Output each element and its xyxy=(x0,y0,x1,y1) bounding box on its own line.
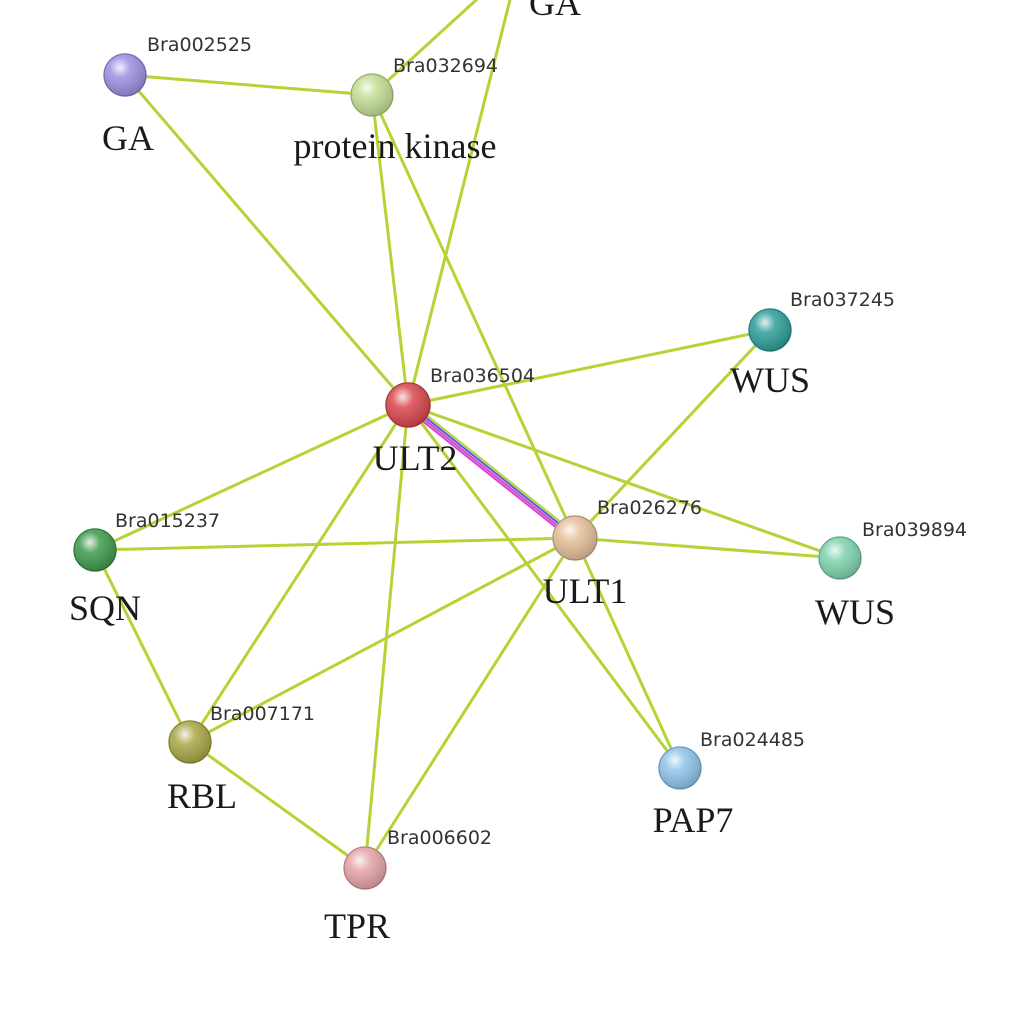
edge-line xyxy=(188,740,367,870)
node-n_ga_top[interactable]: GA xyxy=(529,0,581,23)
node-id-label: Bra026276 xyxy=(597,497,702,519)
node-id-label: Bra002525 xyxy=(147,34,252,56)
node-sphere-shine xyxy=(350,73,394,117)
node-sphere-shine xyxy=(385,382,431,428)
edge-strand xyxy=(408,403,577,538)
node-sphere-shine xyxy=(103,53,147,97)
edge-line xyxy=(406,403,842,560)
node-id-label: Bra036504 xyxy=(430,365,535,387)
edge-n_002525-n_032694 xyxy=(123,73,374,97)
edge-n_032694-n_036504 xyxy=(370,93,410,407)
node-gene-label: SQN xyxy=(69,588,141,628)
edge-n_ga_top-n_032694 xyxy=(370,0,479,97)
edge-line xyxy=(370,0,479,97)
node-gene-label: protein kinase xyxy=(294,126,497,166)
edge-n_ga_top-n_036504 xyxy=(406,0,512,407)
edge-n_036504-n_037245 xyxy=(406,328,772,407)
edge-n_026276-n_006602 xyxy=(363,536,577,870)
edge-n_026276-n_015237 xyxy=(93,536,577,552)
edge-line xyxy=(370,93,410,407)
edge-line xyxy=(573,328,772,540)
node-n_032694[interactable]: Bra032694 protein kinase xyxy=(294,55,499,166)
node-gene-label: ULT1 xyxy=(543,571,628,611)
node-gene-label: ULT2 xyxy=(373,438,458,478)
node-gene-label: TPR xyxy=(324,906,390,946)
edge-line xyxy=(370,93,577,540)
edge-n_036504-n_039894 xyxy=(406,403,842,560)
edge-n_032694-n_026276 xyxy=(370,93,577,540)
edge-line xyxy=(93,536,577,552)
edge-line xyxy=(573,536,842,560)
node-gene-label: RBL xyxy=(167,776,237,816)
edge-line xyxy=(406,328,772,407)
node-id-label: Bra006602 xyxy=(387,827,492,849)
edge-n_036504-n_026276 xyxy=(405,401,578,542)
node-id-label: Bra007171 xyxy=(210,703,315,725)
node-sphere-shine xyxy=(73,528,117,572)
edge-line xyxy=(573,536,682,770)
node-id-label: Bra015237 xyxy=(115,510,220,532)
edge-line xyxy=(123,73,410,407)
node-gene-label: WUS xyxy=(815,592,895,632)
edge-strand xyxy=(409,401,578,537)
edge-n_036504-n_015237 xyxy=(93,403,410,552)
edge-line xyxy=(123,73,374,97)
node-gene-label: GA xyxy=(102,118,154,158)
node-gene-label: WUS xyxy=(730,360,810,400)
edge-line xyxy=(406,0,512,407)
edge-n_036504-n_007171 xyxy=(188,403,410,744)
edge-line xyxy=(363,536,577,870)
edge-line xyxy=(188,536,577,744)
edge-n_026276-n_007171 xyxy=(188,536,577,744)
edges-layer xyxy=(93,0,842,870)
node-sphere-shine xyxy=(168,720,212,764)
edge-n_015237-n_007171 xyxy=(93,548,192,744)
edge-line xyxy=(188,403,410,744)
edge-strand xyxy=(406,405,575,540)
edge-line xyxy=(93,403,410,552)
node-id-label: Bra024485 xyxy=(700,729,805,751)
edge-n_007171-n_006602 xyxy=(188,740,367,870)
node-sphere-shine xyxy=(818,536,862,580)
node-id-label: Bra032694 xyxy=(393,55,498,77)
node-sphere-shine xyxy=(748,308,792,352)
edge-n_026276-n_037245 xyxy=(573,328,772,540)
edge-line xyxy=(93,548,192,744)
node-gene-label: GA xyxy=(529,0,581,23)
edge-n_026276-n_024485 xyxy=(573,536,682,770)
node-gene-label: PAP7 xyxy=(653,800,734,840)
node-id-label: Bra037245 xyxy=(790,289,895,311)
node-sphere-shine xyxy=(552,515,598,561)
edge-n_002525-n_036504 xyxy=(123,73,410,407)
node-id-label: Bra039894 xyxy=(862,519,967,541)
node-sphere-shine xyxy=(343,846,387,890)
edge-n_026276-n_039894 xyxy=(573,536,842,560)
node-sphere-shine xyxy=(658,746,702,790)
edge-strand xyxy=(405,406,574,542)
